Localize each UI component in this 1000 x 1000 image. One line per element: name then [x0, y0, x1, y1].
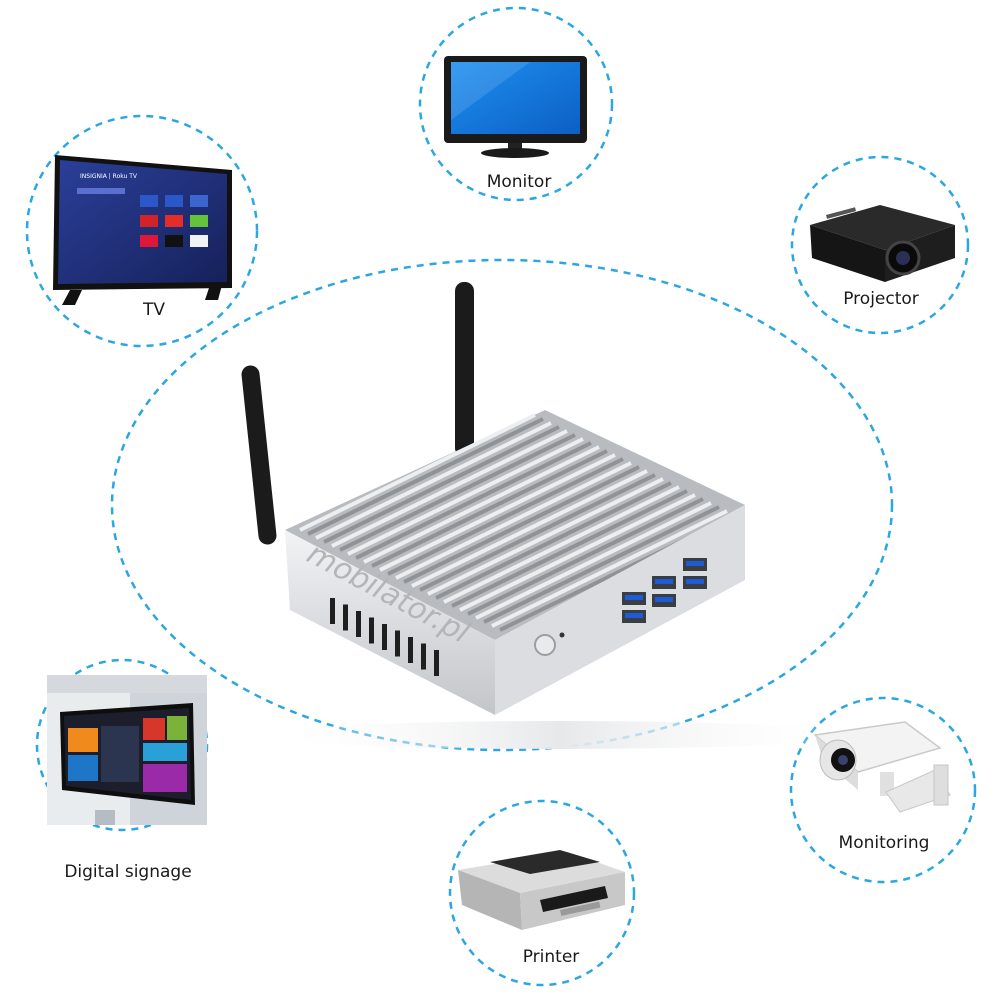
- heatsink-fin: [459, 493, 696, 612]
- power-button: [534, 634, 556, 656]
- usb-port: [652, 594, 676, 607]
- chassis-side: [495, 505, 745, 715]
- printer-icon: [458, 850, 625, 930]
- projector-label: Projector: [843, 289, 919, 309]
- vent-slot: [434, 650, 439, 676]
- vent-slot: [369, 617, 374, 644]
- tv-label: TV: [142, 300, 165, 320]
- heatsink-fin: [347, 437, 584, 556]
- heatsink-fin: [379, 453, 616, 572]
- tv-icon: INSIGNIA | Roku TV: [53, 155, 232, 305]
- usb-port: [622, 592, 646, 605]
- usb-port: [683, 576, 707, 589]
- central-dashed-ring: [110, 258, 894, 752]
- heatsink-fin: [443, 485, 680, 604]
- chassis-front: [285, 530, 495, 715]
- heatsink-fin: [435, 481, 672, 600]
- usb-port: [622, 610, 646, 623]
- heatsink-fin: [467, 497, 704, 616]
- heatsink-fin: [371, 449, 608, 568]
- monitoring-ring: [789, 696, 977, 884]
- front-vents: [330, 598, 439, 676]
- heatsink-fin: [411, 469, 648, 588]
- heatsink-fin: [331, 429, 568, 548]
- digital-signage-label: Digital signage: [64, 862, 192, 882]
- monitor-ring: [418, 6, 614, 202]
- heatsink-fin: [451, 489, 688, 608]
- vent-slot: [421, 643, 426, 670]
- vent-slot: [343, 604, 348, 631]
- printer-label: Printer: [522, 947, 580, 967]
- monitor-label: Monitor: [486, 172, 552, 192]
- heatsink-fin: [483, 505, 720, 624]
- tv-ring: [25, 114, 259, 348]
- printer-ring: [448, 799, 636, 987]
- projector-icon: [810, 205, 955, 282]
- heatsink-fin: [395, 461, 632, 580]
- monitoring-label: Monitoring: [838, 833, 930, 853]
- vent-slot: [382, 624, 387, 650]
- heatsink-fin: [475, 501, 712, 620]
- security-camera-icon: [813, 721, 951, 813]
- usb-port: [652, 576, 676, 589]
- heatsink-fin: [339, 433, 576, 552]
- usb-port: [683, 558, 707, 571]
- heatsink-fin: [491, 509, 728, 628]
- mini-pc: mobilator.pl: [241, 282, 860, 749]
- heatsink-fin: [387, 457, 624, 576]
- heatsink-fin: [307, 417, 544, 536]
- heatsink-fin: [363, 445, 600, 564]
- heatsink-fin: [419, 473, 656, 592]
- antenna-right: [455, 282, 474, 457]
- antenna-left: [241, 365, 277, 545]
- heatsink-fin: [323, 425, 560, 544]
- heatsink-fin: [403, 465, 640, 584]
- vent-slot: [330, 598, 335, 624]
- tv-screen-brand: INSIGNIA | Roku TV: [80, 173, 138, 180]
- heatsink-fins: [299, 413, 736, 632]
- heatsink-fin: [299, 413, 536, 532]
- monitor-icon: [444, 56, 587, 158]
- heatsink-fin: [355, 441, 592, 560]
- projector-ring: [790, 155, 970, 335]
- vent-slot: [408, 637, 413, 663]
- vent-slot: [356, 611, 361, 637]
- digital-signage-icon: [47, 675, 207, 825]
- vent-slot: [395, 630, 400, 657]
- heatsink-fin: [315, 421, 552, 540]
- usb-ports: [622, 558, 707, 623]
- heatsink-fin: [427, 477, 664, 596]
